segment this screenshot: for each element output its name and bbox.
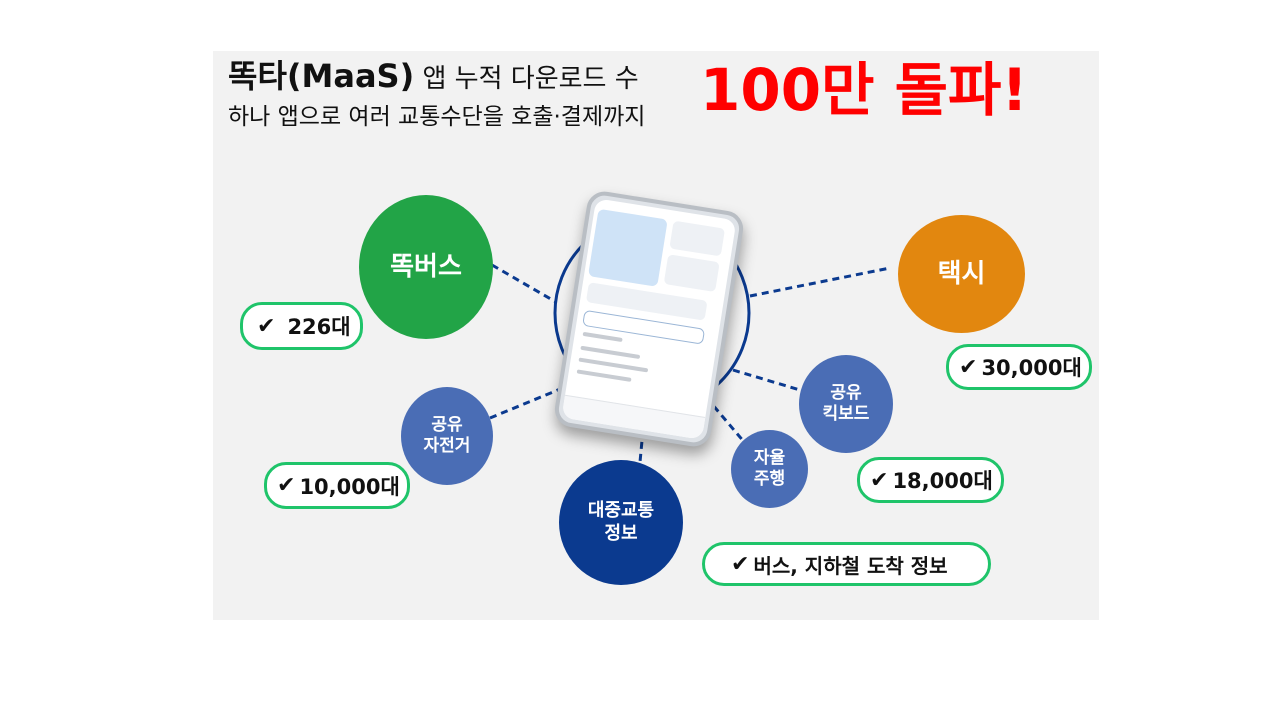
node-shared-kickboard-line2: 킥보드 xyxy=(822,404,870,424)
badge-bus-count: ✔ 226대 xyxy=(240,302,363,350)
headline-milestone: 100만 돌파! xyxy=(700,56,1028,124)
badge-bike-text: 10,000대 xyxy=(299,474,400,499)
badge-kickboard-count: ✔18,000대 xyxy=(857,457,1004,503)
badge-kickboard-text: 18,000대 xyxy=(892,469,993,493)
check-icon: ✔ xyxy=(731,551,750,577)
connector-bus xyxy=(491,263,557,304)
badge-taxi-text: 30,000대 xyxy=(981,356,1082,380)
connector-taxi xyxy=(749,266,891,298)
app-list-line xyxy=(576,369,632,382)
node-public-transit-line1: 대중교통 xyxy=(587,500,655,521)
node-taxi-label: 택시 xyxy=(937,258,986,289)
node-shared-kickboard-line1: 공유 xyxy=(830,382,862,403)
app-list-line xyxy=(580,345,641,360)
node-public-transit: 대중교통 정보 xyxy=(559,460,683,585)
node-autonomous-line1: 자율 xyxy=(753,447,786,468)
node-bus-label: 똑버스 xyxy=(390,251,462,282)
node-public-transit-line2: 정보 xyxy=(604,522,638,544)
check-icon: ✔ xyxy=(959,354,978,380)
check-icon: ✔ xyxy=(870,467,889,493)
badge-bike-count: ✔10,000대 xyxy=(264,462,410,509)
connector-autonomous xyxy=(704,396,747,444)
badge-bus-text: 226대 xyxy=(287,315,351,339)
node-autonomous-line2: 주행 xyxy=(753,469,786,489)
node-taxi: 택시 xyxy=(898,215,1025,333)
connector-kickboard xyxy=(732,368,801,392)
node-shared-kickboard: 공유 킥보드 xyxy=(799,355,893,453)
node-bus: 똑버스 xyxy=(359,195,493,339)
badge-taxi-count: ✔30,000대 xyxy=(946,344,1092,390)
app-tile xyxy=(663,254,720,292)
phone-screen xyxy=(561,198,737,440)
node-shared-bike: 공유 자전거 xyxy=(401,387,493,485)
node-autonomous: 자율 주행 xyxy=(731,430,808,508)
badge-transit-text: 버스, 지하철 도착 정보 xyxy=(753,553,948,578)
page-title: 똑타(MaaS) 앱 누적 다운로드 수 xyxy=(228,56,639,99)
node-shared-bike-line2: 자전거 xyxy=(423,436,471,456)
app-tile xyxy=(669,220,726,257)
app-list-line xyxy=(578,357,649,373)
badge-transit-info: ✔버스, 지하철 도착 정보 xyxy=(702,542,991,586)
title-main: 똑타(MaaS) xyxy=(228,57,415,95)
app-banner xyxy=(587,208,668,287)
app-list-line xyxy=(582,331,623,343)
node-shared-bike-line1: 공유 xyxy=(431,414,463,435)
page-subtitle: 하나 앱으로 여러 교통수단을 호출·결제까지 xyxy=(228,104,646,130)
title-rest: 앱 누적 다운로드 수 xyxy=(414,64,639,94)
check-icon: ✔ xyxy=(277,473,296,498)
check-icon: ✔ xyxy=(257,313,276,339)
